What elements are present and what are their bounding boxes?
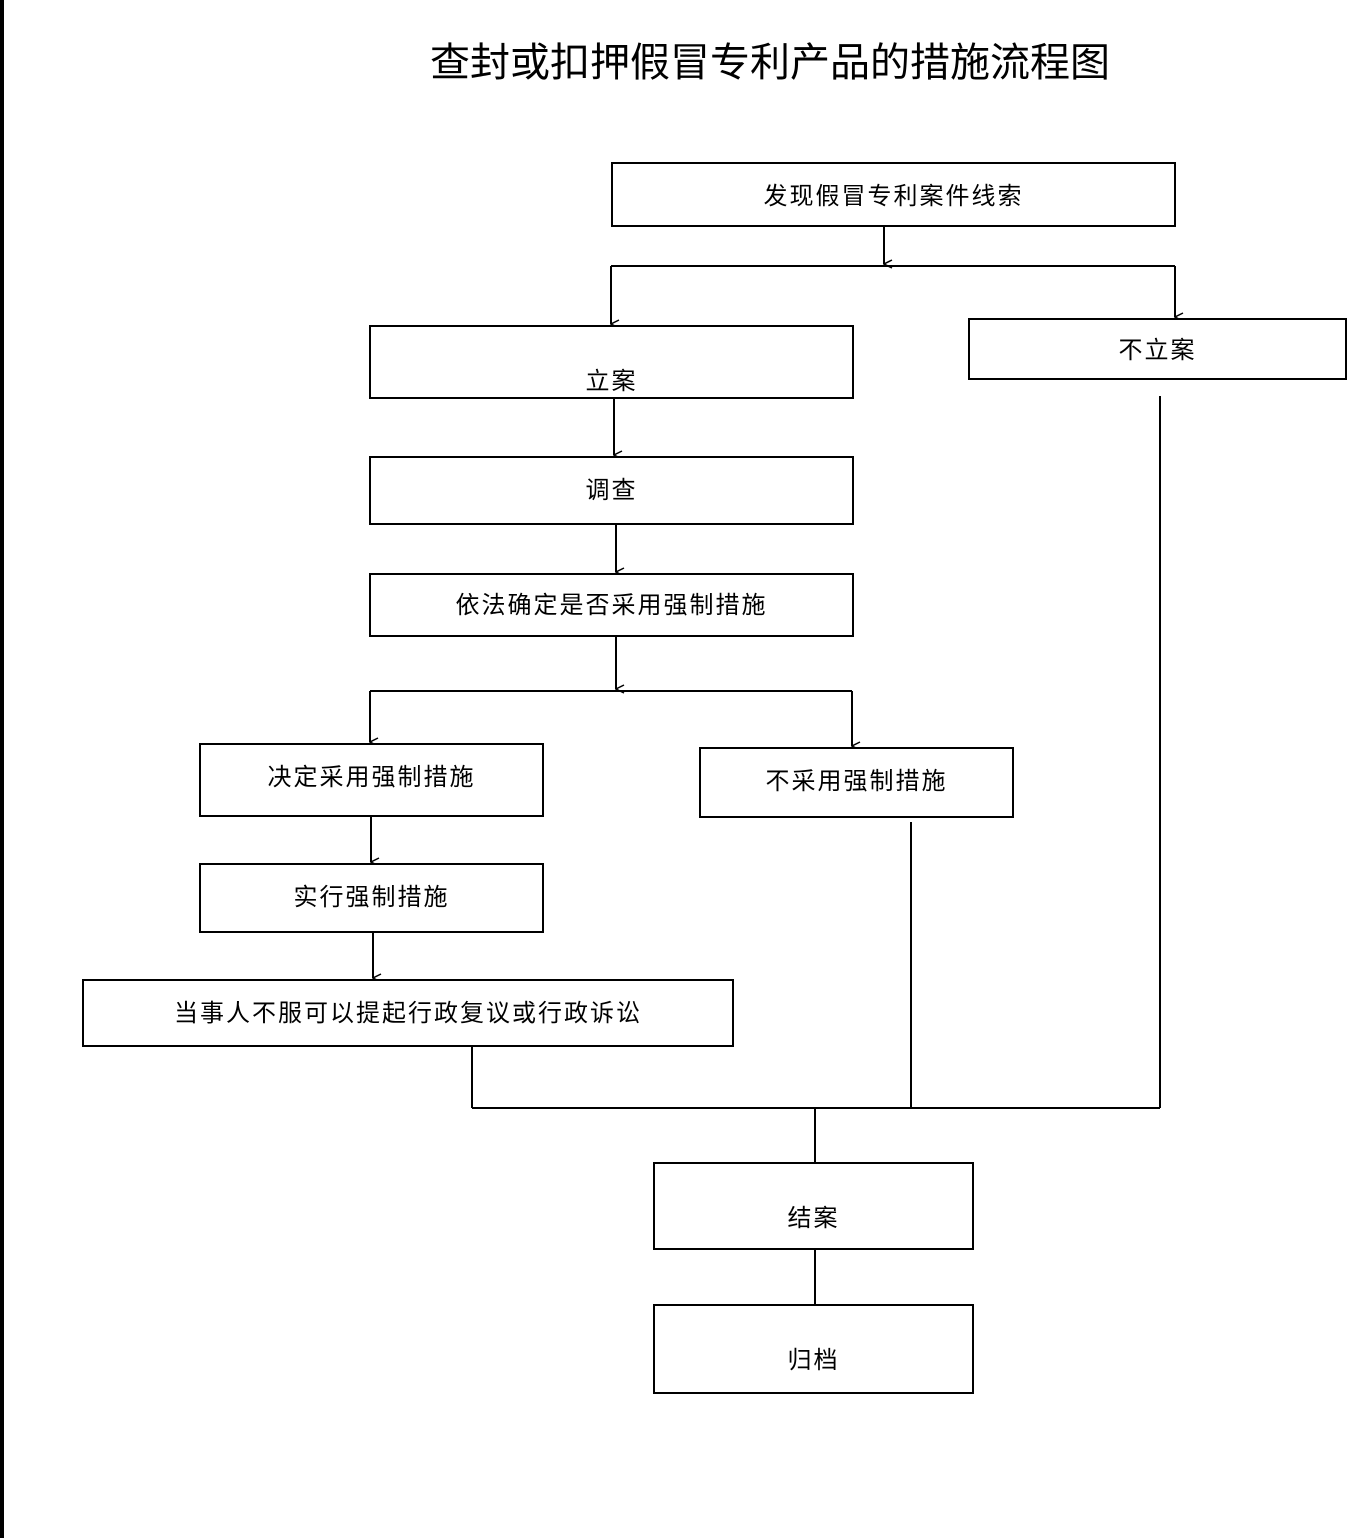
- node-close: 结案: [653, 1162, 974, 1250]
- node-investigate-label: 调查: [585, 476, 638, 504]
- node-register: 立案: [369, 325, 854, 399]
- page-left-border: [0, 0, 4, 1538]
- node-appeal-label: 当事人不服可以提起行政复议或行政诉讼: [174, 999, 642, 1027]
- node-implement-label: 实行强制措施: [293, 883, 450, 911]
- node-register-label: 立案: [585, 367, 638, 395]
- node-not-adopt: 不采用强制措施: [699, 747, 1014, 818]
- node-decide-lawfully-label: 依法确定是否采用强制措施: [455, 591, 768, 619]
- node-archive: 归档: [653, 1304, 974, 1394]
- title-area: 查封或扣押假冒专利产品的措施流程图: [0, 30, 1358, 90]
- node-adopt-label: 决定采用强制措施: [267, 763, 476, 791]
- node-discover: 发现假冒专利案件线索: [611, 162, 1176, 227]
- node-close-label: 结案: [787, 1204, 840, 1232]
- node-investigate: 调查: [369, 456, 854, 525]
- node-adopt: 决定采用强制措施: [199, 743, 544, 817]
- node-archive-label: 归档: [787, 1346, 840, 1374]
- page-title: 查封或扣押假冒专利产品的措施流程图: [430, 40, 1110, 86]
- node-not-register: 不立案: [968, 318, 1347, 380]
- node-appeal: 当事人不服可以提起行政复议或行政诉讼: [82, 979, 734, 1047]
- node-not-register-label: 不立案: [1118, 336, 1197, 364]
- node-implement: 实行强制措施: [199, 863, 544, 933]
- node-not-adopt-label: 不采用强制措施: [765, 767, 948, 795]
- node-discover-label: 发现假冒专利案件线索: [763, 182, 1024, 210]
- node-decide-lawfully: 依法确定是否采用强制措施: [369, 573, 854, 637]
